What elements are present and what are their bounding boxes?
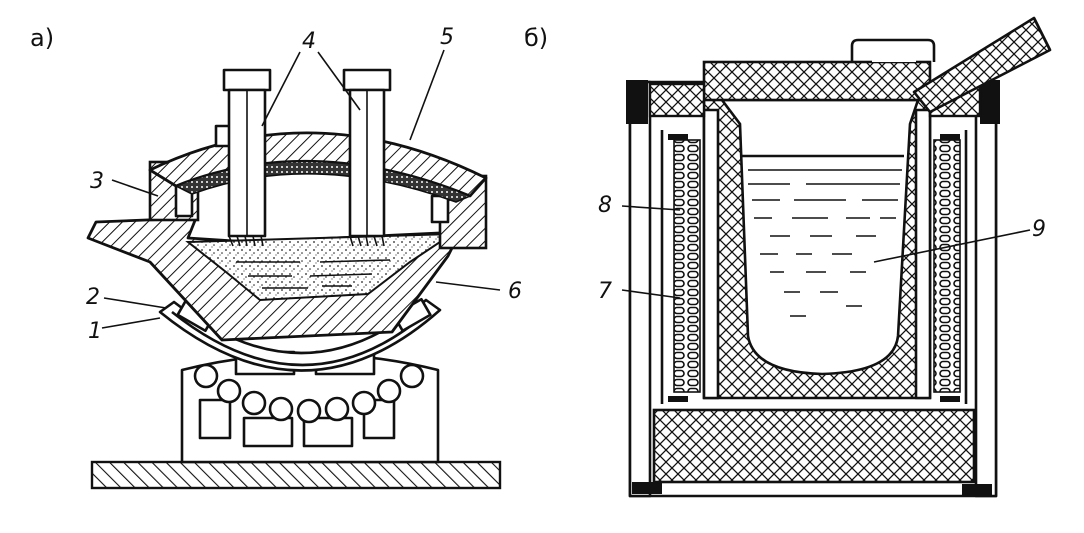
callout-b-7: 7 [598, 279, 612, 304]
leader-lines-a [101, 49, 501, 329]
lid-handle [850, 38, 936, 62]
callout-a-3: 3 [90, 169, 104, 194]
callout-a-6: 6 [508, 279, 522, 304]
callout-a-1: 1 [88, 319, 102, 344]
callout-b-8: 8 [598, 193, 612, 218]
rocker-rollers [193, 363, 425, 424]
callout-a-5: 5 [440, 25, 454, 50]
melt-surface-lines [748, 169, 902, 317]
coil-right [933, 139, 961, 393]
base-block [652, 408, 976, 484]
ground-base [90, 460, 502, 490]
arc-furnace-diagram: 1 2 3 4 5 6 а) [30, 24, 522, 490]
crucible-melt [719, 98, 920, 376]
callout-a-2: 2 [86, 285, 100, 310]
panel-label-b: б) [524, 24, 548, 52]
crucible-lid [702, 60, 932, 102]
callout-b-9: 9 [1032, 217, 1046, 242]
coil-left [673, 139, 701, 393]
leader-lines-b [621, 205, 1031, 299]
callout-a-4: 4 [302, 29, 316, 54]
induction-furnace-diagram: 7 8 9 б) [524, 16, 1052, 498]
electrodes [214, 68, 392, 247]
panel-label-a: а) [30, 24, 54, 52]
pouring-spout [912, 16, 1052, 114]
